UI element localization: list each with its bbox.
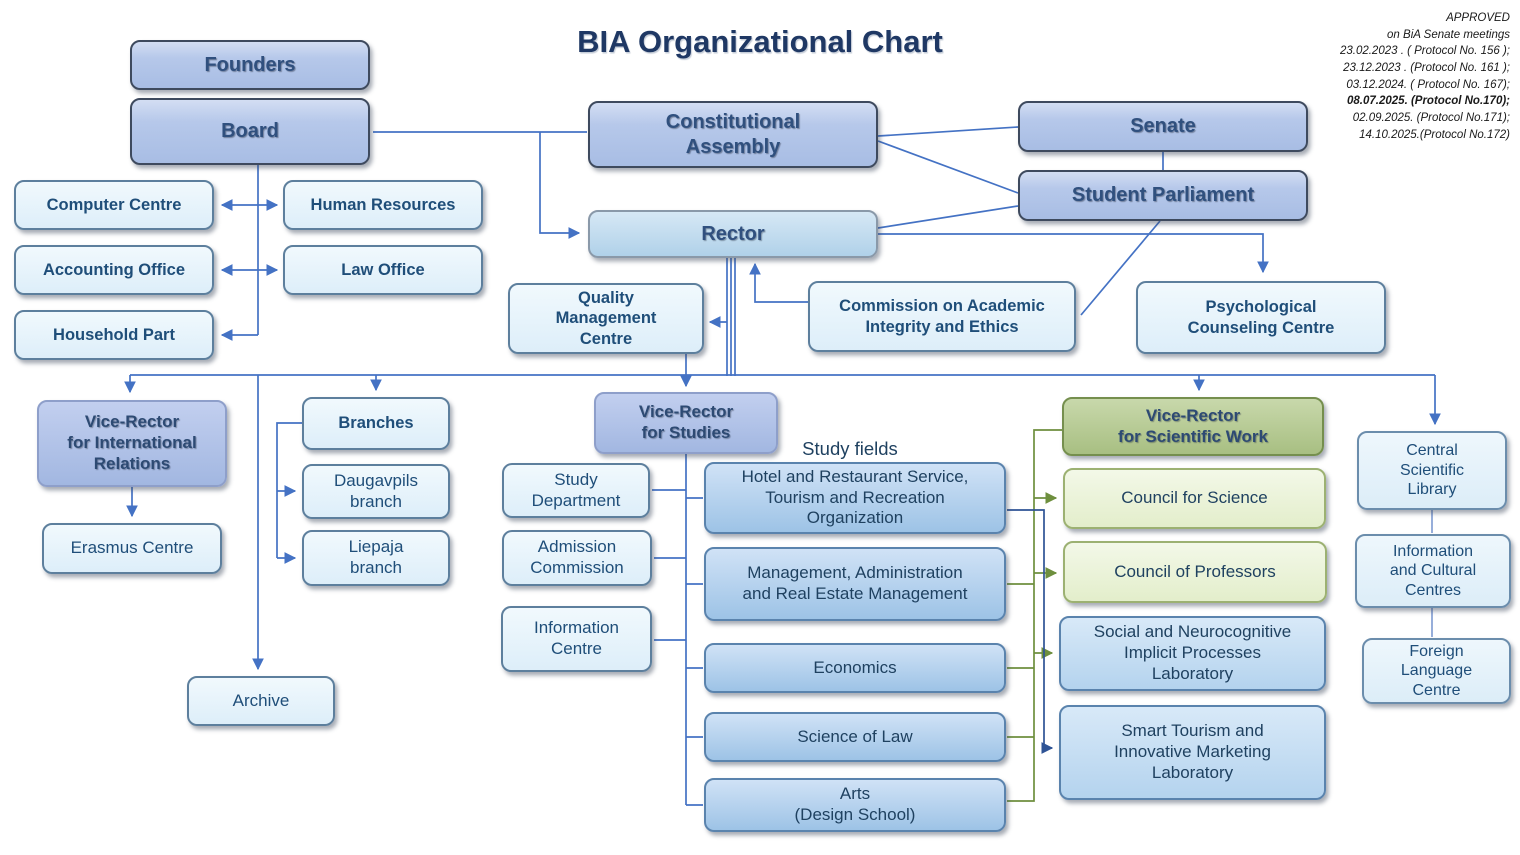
node-central-scientific-library: Central Scientific Library — [1357, 431, 1507, 510]
hotel-smartlab-connector — [1007, 509, 1054, 754]
approval-line: APPROVED — [1446, 12, 1510, 24]
node-information-cultural-centres: Information and Cultural Centres — [1355, 534, 1511, 608]
page-title: BIA Organizational Chart — [577, 24, 943, 59]
node-rector: Rector — [588, 210, 878, 258]
study-fields-label: Study fields — [802, 438, 898, 459]
node-law-office: Law Office — [283, 245, 483, 295]
node-household-part: Household Part — [14, 310, 214, 360]
node-hotel-tourism-field: Hotel and Restaurant Service, Tourism an… — [704, 462, 1006, 534]
approval-line: 02.09.2025. (Protocol No.171); — [1352, 112, 1510, 125]
node-senate: Senate — [1018, 101, 1308, 152]
node-smart-tourism-lab: Smart Tourism and Innovative Marketing L… — [1059, 705, 1326, 800]
node-council-for-science: Council for Science — [1063, 468, 1326, 529]
node-vice-rector-scientific: Vice-Rector for Scientific Work — [1062, 397, 1324, 456]
node-constitutional-assembly: Constitutional Assembly — [588, 101, 878, 168]
approval-line: 08.07.2025. (Protocol No.170); — [1347, 95, 1510, 108]
node-commission-integrity: Commission on Academic Integrity and Eth… — [808, 281, 1076, 352]
green-connectors — [1007, 429, 1062, 802]
node-science-of-law-field: Science of Law — [704, 712, 1006, 762]
node-branches: Branches — [302, 397, 450, 450]
node-daugavpils-branch: Daugavpils branch — [302, 464, 450, 519]
node-information-centre: Information Centre — [501, 606, 652, 672]
node-archive: Archive — [187, 676, 335, 726]
node-social-neurocognitive-lab: Social and Neurocognitive Implicit Proce… — [1059, 616, 1326, 691]
node-erasmus-centre: Erasmus Centre — [42, 523, 222, 574]
node-study-department: Study Department — [502, 463, 650, 518]
node-foreign-language-centre: Foreign Language Centre — [1362, 638, 1511, 704]
node-vice-rector-studies: Vice-Rector for Studies — [594, 392, 778, 454]
node-economics-field: Economics — [704, 643, 1006, 693]
node-psychological-counseling: Psychological Counseling Centre — [1136, 281, 1386, 354]
approval-line: 14.10.2025.(Protocol No.172) — [1359, 128, 1510, 141]
node-accounting-office: Accounting Office — [14, 245, 214, 295]
node-management-field: Management, Administration and Real Esta… — [704, 547, 1006, 621]
node-board: Board — [130, 98, 370, 165]
node-human-resources: Human Resources — [283, 180, 483, 230]
node-liepaja-branch: Liepaja branch — [302, 530, 450, 586]
approval-line: 23.12.2023 . (Protocol No. 161 ); — [1343, 62, 1510, 75]
approval-line: 23.02.2023 . ( Protocol No. 156 ); — [1339, 45, 1510, 58]
approval-line: 03.12.2024. ( Protocol No. 167); — [1346, 78, 1510, 91]
node-council-of-professors: Council of Professors — [1063, 541, 1327, 603]
approval-note: APPROVED on BiA Senate meetings 23.02.20… — [1240, 10, 1510, 143]
blue-connectors — [124, 126, 1441, 806]
node-student-parliament: Student Parliament — [1018, 170, 1308, 221]
node-admission-commission: Admission Commission — [502, 530, 652, 586]
node-computer-centre: Computer Centre — [14, 180, 214, 230]
approval-line: on BiA Senate meetings — [1387, 28, 1510, 41]
node-arts-field: Arts (Design School) — [704, 778, 1006, 832]
node-founders: Founders — [130, 40, 370, 90]
node-vice-rector-international: Vice-Rector for International Relations — [37, 400, 227, 487]
node-quality-management-centre: Quality Management Centre — [508, 283, 704, 354]
